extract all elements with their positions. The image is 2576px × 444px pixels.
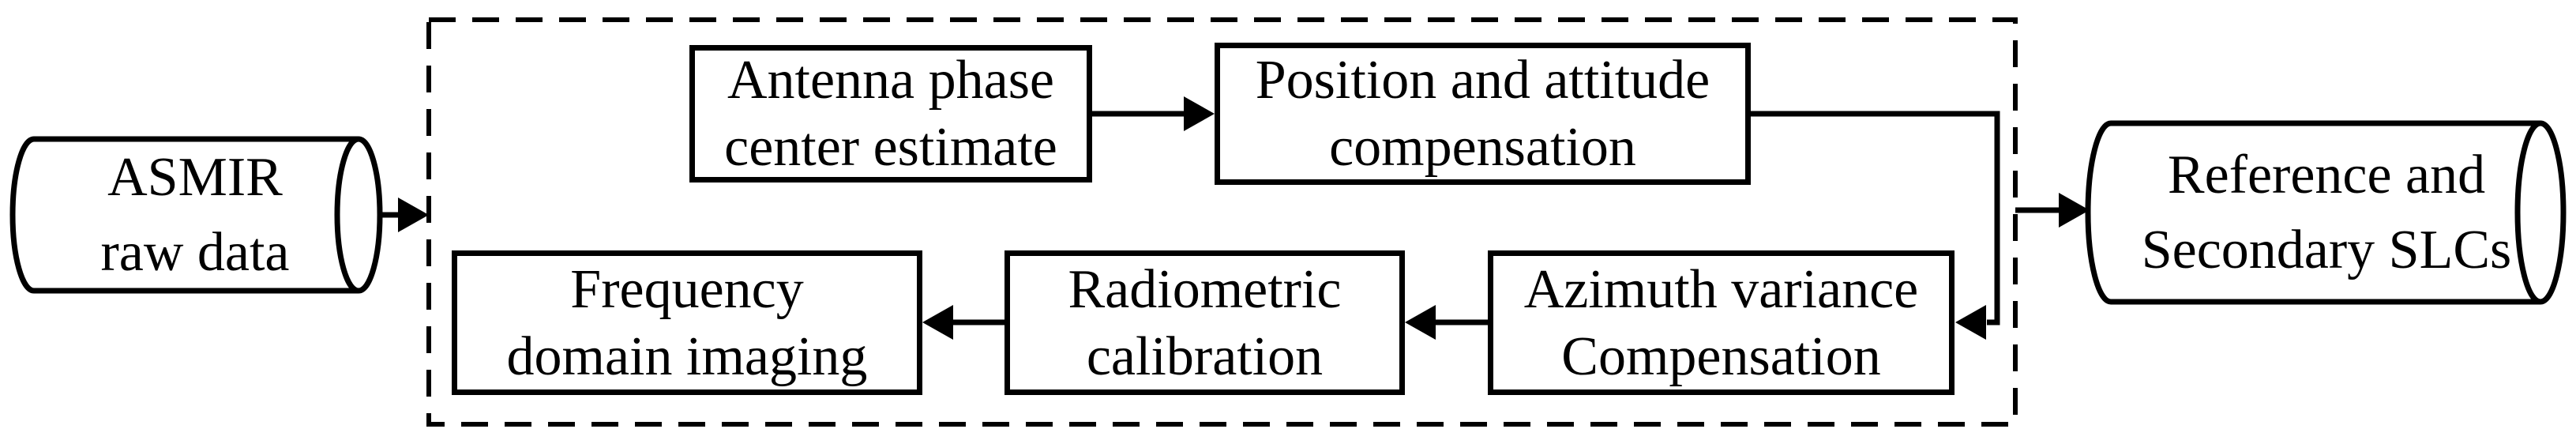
node-position-attitude-compensation: Position and attitude compensation	[1215, 43, 1751, 185]
arrow-radiometric-to-frequency	[922, 305, 1004, 340]
node-label-line: Antenna phase	[727, 50, 1055, 111]
reference-slcs-cylinder	[2085, 120, 2567, 305]
processing-group-dashed-border	[426, 17, 2018, 427]
asmir-raw-data-cylinder	[9, 136, 383, 294]
node-label-line: compensation	[1329, 117, 1636, 178]
node-antenna-phase-center-estimate: Antenna phase center estimate	[689, 45, 1092, 182]
node-label-line: Azimuth variance	[1523, 258, 1919, 320]
arrow-antenna-to-position	[1092, 96, 1215, 131]
node-radiometric-calibration: Radiometric calibration	[1004, 250, 1405, 395]
node-label-line: Frequency	[570, 258, 804, 320]
arrow-position-to-azimuth	[1751, 111, 2000, 340]
node-label-line: Compensation	[1561, 325, 1881, 387]
node-label-line: ASMIR	[107, 147, 283, 208]
node-label-line: Radiometric	[1068, 258, 1342, 320]
arrow-azimuth-to-radiometric	[1405, 305, 1488, 340]
node-asmir-raw-data: ASMIR raw data	[32, 139, 359, 291]
node-label-line: Position and attitude	[1255, 50, 1710, 111]
node-label-line: calibration	[1086, 325, 1324, 387]
node-label-line: raw data	[100, 222, 290, 283]
node-azimuth-variance-compensation: Azimuth variance Compensation	[1488, 250, 1955, 395]
node-label-line: domain imaging	[506, 325, 868, 387]
node-label-line: center estimate	[724, 117, 1057, 178]
arrow-group-to-slcs	[2015, 193, 2090, 228]
node-label-line: Secondary SLCs	[2141, 220, 2512, 280]
node-reference-secondary-slcs: Reference and Secondary SLCs	[2111, 123, 2542, 302]
node-frequency-domain-imaging: Frequency domain imaging	[452, 250, 922, 395]
node-label-line: Reference and	[2167, 145, 2486, 205]
arrow-asmir-to-group	[378, 198, 429, 232]
